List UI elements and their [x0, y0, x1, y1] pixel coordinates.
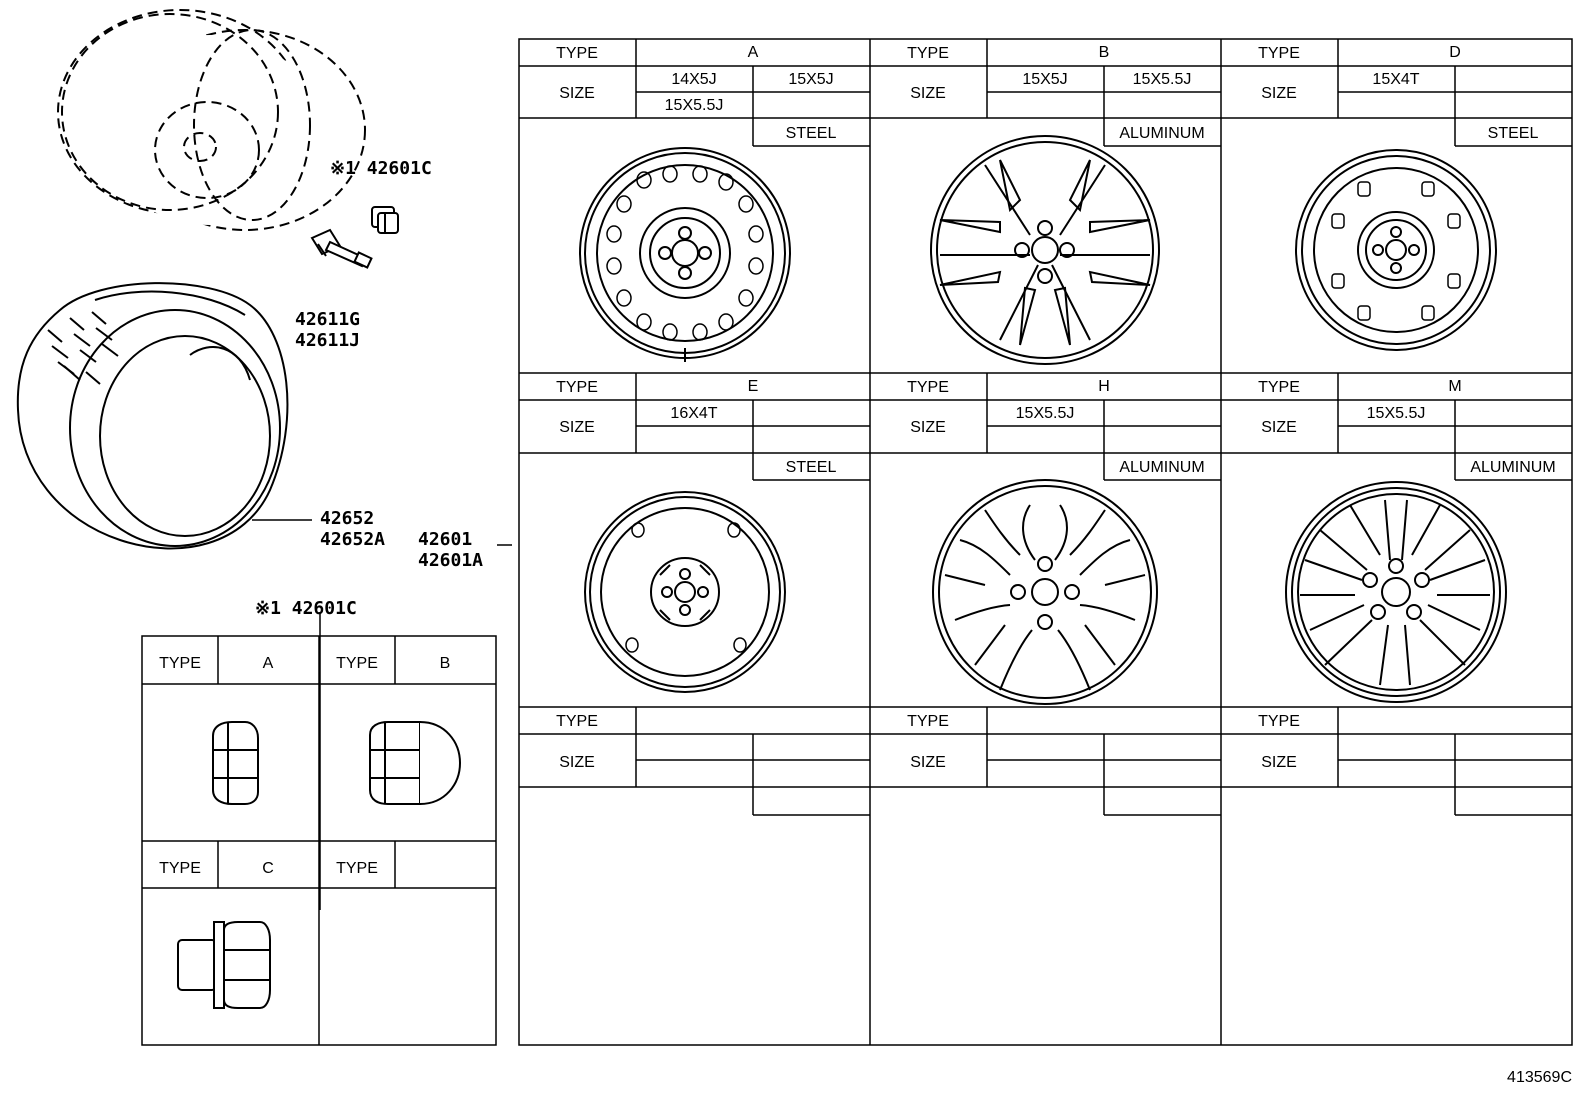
- nut-type-label-c: TYPE: [159, 860, 201, 877]
- wheel-cell-a: TYPE A SIZE 14X5J 15X5J 15X5.5J STEEL: [556, 44, 836, 142]
- wheel-cell-d: TYPE D SIZE 15X4T STEEL: [1258, 44, 1538, 142]
- wheel-h-aluminum-icon: [932, 479, 1158, 705]
- type-value: H: [1098, 378, 1110, 395]
- size-label: SIZE: [910, 754, 946, 771]
- type-label: TYPE: [1258, 713, 1300, 730]
- nut-table: [141, 635, 497, 1046]
- wheel-b-aluminum-icon: [930, 135, 1160, 365]
- type-label: TYPE: [907, 713, 949, 730]
- type-value: E: [748, 378, 759, 395]
- size-label: SIZE: [910, 419, 946, 436]
- material-label: ALUMINUM: [1470, 459, 1555, 476]
- nut-type-value-a: A: [263, 655, 274, 672]
- size-label: SIZE: [910, 85, 946, 102]
- type-label: TYPE: [556, 379, 598, 396]
- spare-tire-fill-icon: [61, 13, 320, 225]
- leader-lines: [252, 519, 512, 910]
- wheel-part-number-2: 42601A: [418, 550, 483, 571]
- size-value-1: 15X5J: [1022, 71, 1067, 88]
- type-label: TYPE: [907, 45, 949, 62]
- lug-nut-part-number: ※1 42601C: [330, 158, 432, 179]
- size-value-1: 15X4T: [1372, 71, 1419, 88]
- wheel-cell-h: TYPE H SIZE 15X5.5J ALUMINUM: [907, 378, 1205, 476]
- diagram-id: 413569C: [1507, 1069, 1572, 1086]
- wheel-cell-empty-1: TYPE SIZE: [556, 713, 598, 771]
- nut-type-label-d: TYPE: [336, 860, 378, 877]
- size-value-1: 15X5.5J: [1367, 405, 1426, 422]
- nut-type-label-a: TYPE: [159, 655, 201, 672]
- tire-icon: [16, 282, 289, 550]
- type-label: TYPE: [1258, 379, 1300, 396]
- wheel-e-steel-icon: [584, 491, 786, 693]
- material-label: ALUMINUM: [1119, 459, 1204, 476]
- size-label: SIZE: [559, 85, 595, 102]
- tire-part-number-2: 42652A: [320, 529, 385, 550]
- type-value: A: [748, 44, 759, 61]
- valve-stem-icon: [310, 228, 373, 269]
- size-label: SIZE: [1261, 754, 1297, 771]
- tire-tread-icon: [47, 311, 119, 385]
- wheel-m-aluminum-icon: [1285, 481, 1507, 703]
- wheel-d-steel-icon: [1295, 149, 1497, 351]
- wheel-a-steel-icon: [579, 147, 791, 362]
- size-label: SIZE: [1261, 419, 1297, 436]
- wheel-table: [518, 38, 1573, 1046]
- nut-type-b-icon: [369, 721, 462, 805]
- type-label: TYPE: [1258, 45, 1300, 62]
- wheel-cell-empty-2: TYPE SIZE: [907, 713, 949, 771]
- lug-nut-icon: [371, 206, 399, 234]
- size-value-1: 14X5J: [671, 71, 716, 88]
- size-value-1: 15X5.5J: [1016, 405, 1075, 422]
- material-label: ALUMINUM: [1119, 125, 1204, 142]
- nut-type-c-icon: [177, 921, 271, 1009]
- type-label: TYPE: [907, 379, 949, 396]
- nut-type-a-icon: [212, 721, 259, 805]
- type-value: B: [1099, 44, 1110, 61]
- nut-type-value-b: B: [440, 655, 451, 672]
- size-label: SIZE: [559, 419, 595, 436]
- valve-part-number-2: 42611J: [295, 330, 360, 351]
- wheel-cell-b: TYPE B SIZE 15X5J 15X5.5J ALUMINUM: [907, 44, 1205, 142]
- material-label: STEEL: [1488, 125, 1539, 142]
- wheel-cell-m: TYPE M SIZE 15X5.5J ALUMINUM: [1258, 378, 1556, 476]
- size-value-2: 15X5J: [788, 71, 833, 88]
- wheel-part-number-1: 42601: [418, 529, 472, 550]
- tire-part-number-1: 42652: [320, 508, 374, 529]
- type-value: M: [1448, 378, 1461, 395]
- size-value-3: 15X5.5J: [665, 97, 724, 114]
- material-label: STEEL: [786, 459, 837, 476]
- material-label: STEEL: [786, 125, 837, 142]
- type-value: D: [1449, 44, 1461, 61]
- size-label: SIZE: [559, 754, 595, 771]
- nut-type-value-c: C: [262, 860, 274, 877]
- wheel-cell-empty-3: TYPE SIZE: [1258, 713, 1300, 771]
- size-label: SIZE: [1261, 85, 1297, 102]
- type-label: TYPE: [556, 713, 598, 730]
- nut-table-part-number: ※1 42601C: [255, 598, 357, 619]
- wheel-cell-e: TYPE E SIZE 16X4T STEEL: [556, 378, 836, 476]
- size-value-2: 15X5.5J: [1133, 71, 1192, 88]
- type-label: TYPE: [556, 45, 598, 62]
- nut-type-label-b: TYPE: [336, 655, 378, 672]
- size-value-1: 16X4T: [670, 405, 717, 422]
- valve-part-number-1: 42611G: [295, 309, 360, 330]
